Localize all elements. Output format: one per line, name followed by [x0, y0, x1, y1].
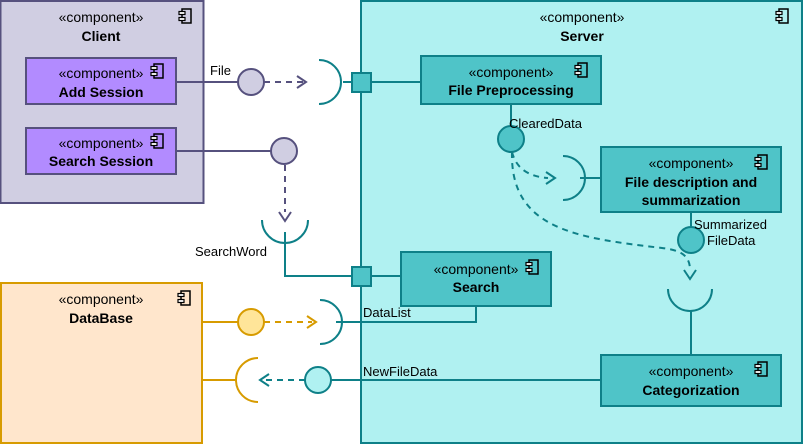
component-stereotype: «component»: [434, 261, 519, 277]
label-search-word: SearchWord: [195, 244, 267, 259]
search-session-label: Search Session: [49, 153, 153, 169]
label-summarized-line2: FileData: [707, 233, 756, 248]
file-description-label-line1: File description and: [625, 174, 757, 190]
label-new-file-data: NewFileData: [363, 364, 438, 379]
database-container[interactable]: «component» DataBase: [0, 282, 203, 444]
client-title: Client: [82, 28, 121, 44]
sockets: [235, 59, 713, 403]
lollipop-data-list: [237, 308, 265, 336]
arrow-heads: [258, 75, 697, 387]
lollipop-file: [237, 68, 265, 96]
socket-summarized: [667, 288, 713, 312]
label-file: File: [210, 63, 231, 78]
lollipops: [237, 68, 705, 394]
socket-search-word: [261, 219, 309, 244]
port-file-preprocessing: [351, 72, 372, 93]
lollipop-cleared-data: [497, 125, 525, 153]
component-stereotype: «component»: [649, 155, 734, 171]
dependencies: [264, 81, 691, 381]
component-stereotype: «component»: [649, 363, 734, 379]
component-stereotype: «component»: [59, 65, 144, 81]
add-session-component[interactable]: «component» Add Session: [25, 57, 177, 105]
ports: [351, 72, 372, 287]
lollipop-search-word: [270, 137, 298, 165]
file-description-label-line2: summarization: [642, 192, 741, 208]
port-search: [351, 266, 372, 287]
search-label: Search: [453, 279, 500, 295]
component-stereotype: «component»: [469, 64, 554, 80]
socket-new-file-data: [235, 357, 259, 403]
search-session-component[interactable]: «component» Search Session: [25, 127, 177, 175]
search-component[interactable]: «component» Search: [400, 251, 552, 307]
label-summarized-line1: Summarized: [694, 217, 767, 232]
server-stereotype: «component»: [540, 9, 625, 25]
add-session-label: Add Session: [59, 84, 144, 100]
lollipop-new-file-data: [304, 366, 332, 394]
categorization-label: Categorization: [642, 382, 739, 398]
socket-data-list: [319, 299, 343, 345]
component-stereotype: «component»: [59, 135, 144, 151]
file-description-component[interactable]: «component» File description and summari…: [600, 146, 782, 213]
label-data-list: DataList: [363, 305, 411, 320]
database-title: DataBase: [69, 310, 133, 326]
categorization-component[interactable]: «component» Categorization: [600, 354, 782, 407]
file-preprocessing-label: File Preprocessing: [448, 82, 573, 98]
connectors: [176, 81, 692, 381]
socket-cleared-data: [562, 155, 586, 201]
database-stereotype: «component»: [59, 291, 144, 307]
socket-file: [318, 59, 342, 105]
lollipop-summarized: [677, 226, 705, 254]
server-title: Server: [560, 28, 604, 44]
file-preprocessing-component[interactable]: «component» File Preprocessing: [420, 55, 602, 105]
label-cleared-data: ClearedData: [509, 116, 583, 131]
client-stereotype: «component»: [59, 9, 144, 25]
